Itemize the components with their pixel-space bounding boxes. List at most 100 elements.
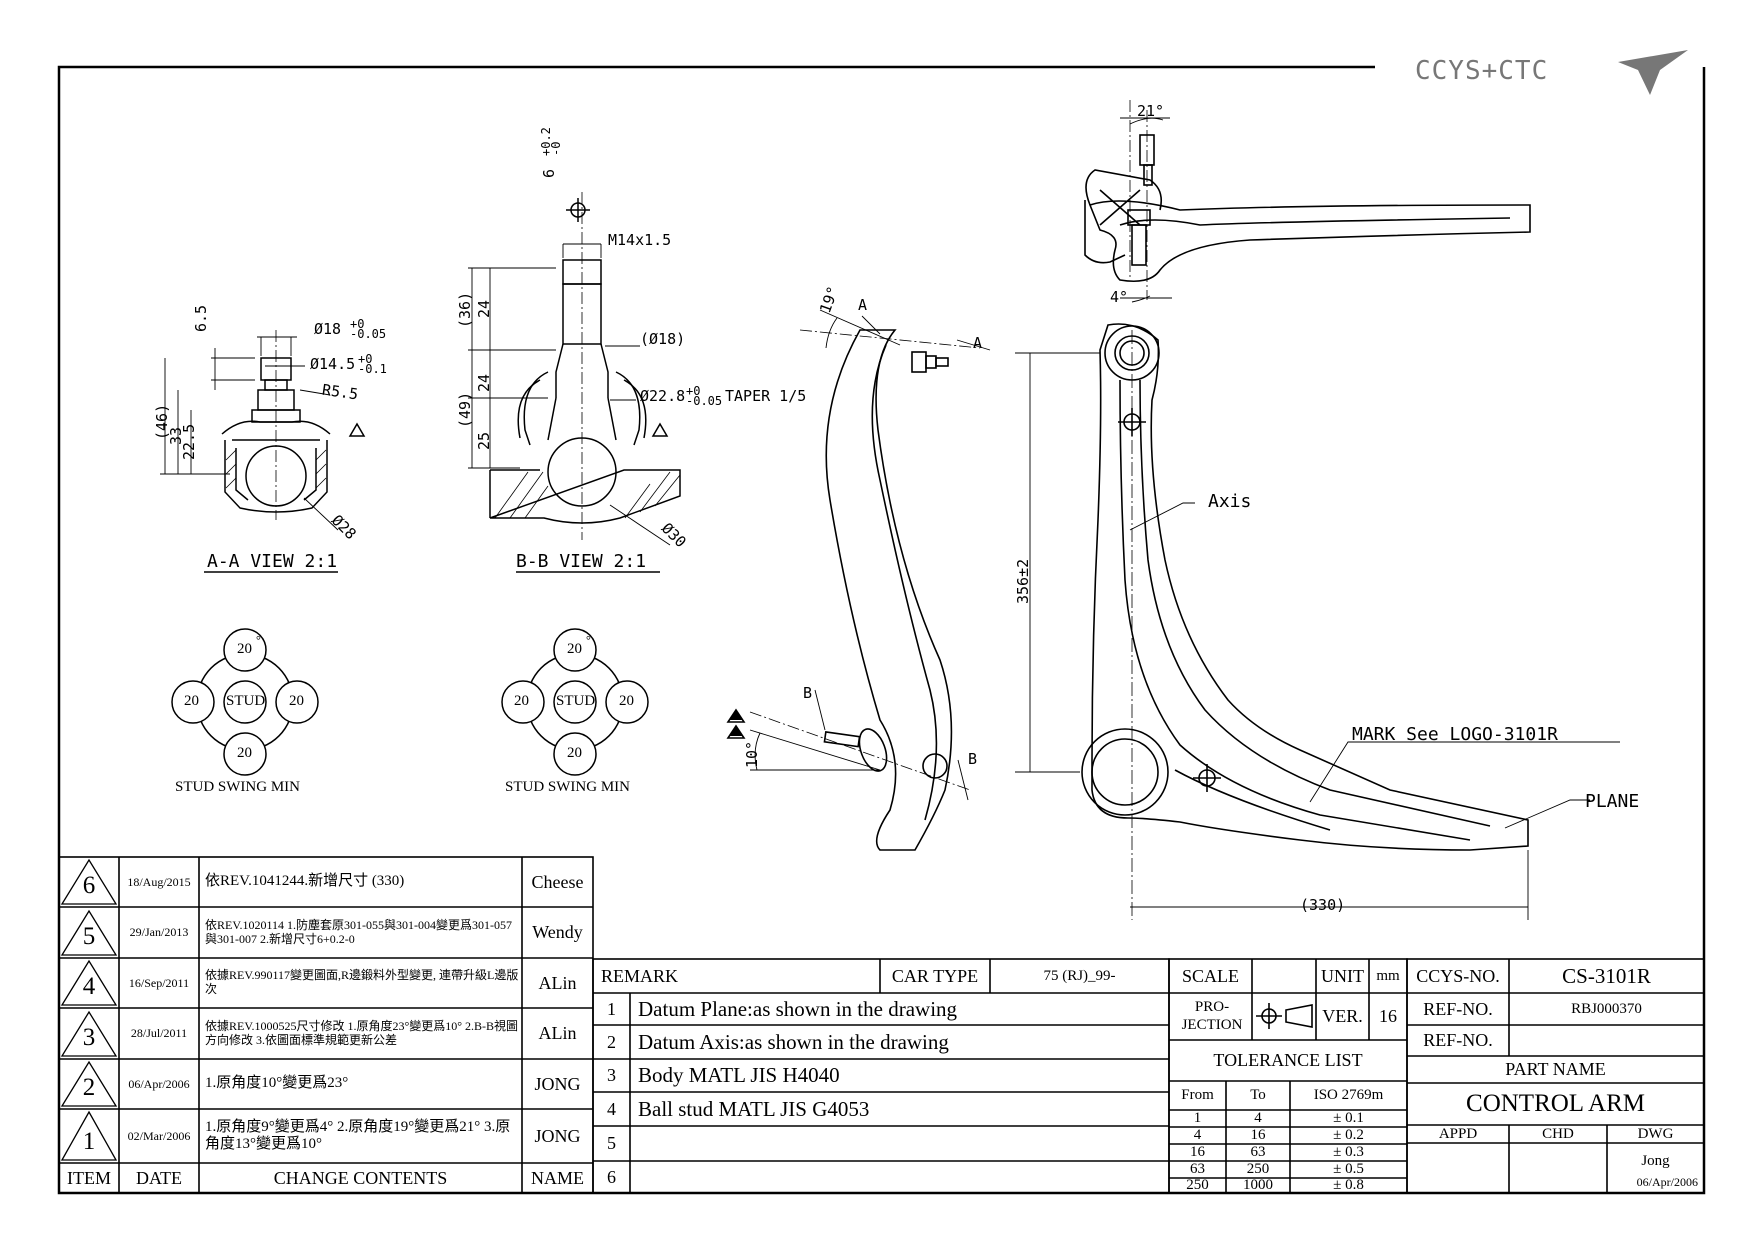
tolerance-row-3-from: 16 bbox=[1190, 1144, 1205, 1160]
part-name-label: PART NAME bbox=[1505, 1059, 1606, 1079]
remark-text-2: Datum Axis:as shown in the drawing bbox=[638, 1029, 949, 1054]
swing1-right-value: 20 bbox=[289, 693, 304, 709]
tolerance-header-to: To bbox=[1250, 1087, 1266, 1103]
bb-dim-6: 6 bbox=[540, 168, 558, 178]
swing1-unit: ° bbox=[256, 633, 261, 647]
side-view-arm bbox=[726, 309, 991, 851]
bb-dim-24-mid: 24 bbox=[475, 373, 493, 392]
section-bb-view bbox=[468, 192, 681, 573]
aa-dim-6-5: 6.5 bbox=[192, 304, 210, 332]
rev-header-name: NAME bbox=[531, 1167, 584, 1188]
ref-no-2-label: REF-NO. bbox=[1423, 1030, 1493, 1050]
remark-no-2: 2 bbox=[607, 1031, 616, 1052]
rev-number-4: 4 bbox=[82, 973, 96, 1000]
side-section-b-left: B bbox=[803, 684, 813, 702]
swing1-caption: STUD SWING MIN bbox=[175, 779, 300, 795]
chd-label: CHD bbox=[1542, 1125, 1574, 1142]
aa-dim-dia14-5: Ø14.5 bbox=[310, 355, 356, 373]
ref-no-value: RBJ000370 bbox=[1571, 1000, 1642, 1017]
rev-name-4: ALin bbox=[538, 972, 577, 993]
plane-label: PLANE bbox=[1585, 791, 1640, 812]
car-type-value: 75 (RJ)_99- bbox=[1043, 967, 1116, 984]
swing1-center: STUD bbox=[226, 693, 266, 709]
top-view-arm bbox=[1084, 100, 1531, 303]
remark-no-4: 4 bbox=[607, 1098, 616, 1119]
rev-header-item: ITEM bbox=[67, 1167, 111, 1188]
bb-dim-dia22-8-lower: -0.05 bbox=[686, 394, 723, 408]
rev-number-6: 6 bbox=[82, 872, 96, 899]
remark-text-4: Ball stud MATL JIS G4053 bbox=[638, 1096, 870, 1121]
remark-label: REMARK bbox=[601, 965, 679, 986]
side-dim-356: 356±2 bbox=[1014, 558, 1032, 604]
remark-text-6 bbox=[630, 1161, 1169, 1193]
tolerance-row-1-value: ± 0.1 bbox=[1333, 1110, 1364, 1126]
part-name-value: CONTROL ARM bbox=[1466, 1090, 1645, 1117]
tolerance-row-3-value: ± 0.3 bbox=[1333, 1144, 1364, 1160]
rev-date-6: 18/Aug/2015 bbox=[127, 874, 191, 889]
bb-dim-dia18: (Ø18) bbox=[640, 330, 686, 348]
tolerance-row-2-from: 4 bbox=[1193, 1127, 1202, 1143]
rev-date-1: 02/Mar/2006 bbox=[127, 1128, 191, 1143]
rev-name-3: ALin bbox=[538, 1023, 577, 1043]
bb-dim-25: 25 bbox=[475, 431, 493, 450]
side-dim-10deg: 10° bbox=[743, 740, 761, 768]
tolerance-row-1-from: 1 bbox=[1193, 1110, 1202, 1126]
tolerance-row-4-from: 63 bbox=[1190, 1161, 1205, 1177]
swing1-top-value: 20 bbox=[237, 641, 252, 657]
car-type-label: CAR TYPE bbox=[891, 965, 979, 986]
swing2-right-value: 20 bbox=[619, 693, 634, 709]
rev-date-3: 28/Jul/2011 bbox=[130, 1026, 188, 1040]
ccys-no-label: CCYS-NO. bbox=[1416, 965, 1500, 986]
bb-dim-dia22-8: Ø22.8 bbox=[640, 387, 686, 405]
rev-name-1: JONG bbox=[534, 1125, 581, 1146]
rev-content-3: 依據REV.1000525尺寸修改 1.原角度23°變更爲10° 2.B-B視圖… bbox=[205, 1018, 519, 1047]
rev-name-2: JONG bbox=[534, 1073, 581, 1094]
axis-label: Axis bbox=[1208, 491, 1252, 512]
bb-dim-36: (36) bbox=[456, 291, 474, 328]
swing1-left-value: 20 bbox=[184, 693, 199, 709]
swing2-bottom-value: 20 bbox=[567, 745, 582, 761]
tolerance-title: TOLERANCE LIST bbox=[1213, 1050, 1363, 1070]
top-dim-21deg: 21° bbox=[1137, 102, 1165, 120]
tolerance-row-5-value: ± 0.8 bbox=[1333, 1178, 1364, 1193]
title-block-grid bbox=[58, 856, 1705, 1194]
aa-dim-dia18-lower: -0.05 bbox=[350, 327, 387, 341]
drawn-by: Jong bbox=[1641, 1152, 1670, 1169]
projection-label: PRO-JECTION bbox=[1181, 999, 1243, 1033]
mark-logo-label: MARK See LOGO-3101R bbox=[1352, 724, 1558, 745]
swing-diagram-1 bbox=[171, 628, 319, 776]
swing-diagram-2 bbox=[501, 628, 649, 776]
unit-label: UNIT bbox=[1321, 965, 1364, 986]
tolerance-header-from: From bbox=[1181, 1087, 1214, 1103]
remark-no-5: 5 bbox=[607, 1133, 616, 1153]
drawn-date: 06/Apr/2006 bbox=[1636, 1175, 1698, 1189]
bb-dim-taper: TAPER 1/5 bbox=[725, 387, 807, 405]
ccys-ctc-logo: CCYS+CTC bbox=[1415, 50, 1688, 95]
aa-dim-dia14-5-upper: +0 bbox=[358, 352, 373, 366]
swing2-caption: STUD SWING MIN bbox=[505, 779, 630, 795]
rev-number-1: 1 bbox=[82, 1128, 96, 1155]
remark-text-5 bbox=[630, 1126, 1169, 1161]
version-value: 16 bbox=[1379, 1006, 1397, 1026]
rev-content-1: 1.原角度9°變更爲4° 2.原角度19°變更爲21° 3.原角度13°變更爲1… bbox=[205, 1118, 511, 1152]
tolerance-row-2-to: 16 bbox=[1250, 1127, 1266, 1143]
aa-dim-dia14-5-lower: -0.1 bbox=[358, 362, 387, 376]
aa-dim-22-5: 22.5 bbox=[180, 423, 198, 460]
rev-name-5: Wendy bbox=[532, 922, 583, 942]
swing2-top-value: 20 bbox=[567, 641, 582, 657]
bb-dim-49: (49) bbox=[456, 391, 474, 428]
swing2-unit: ° bbox=[586, 633, 591, 647]
rev-date-4: 16/Sep/2011 bbox=[128, 975, 190, 990]
rev-date-5: 29/Jan/2013 bbox=[129, 925, 189, 939]
swing2-center: STUD bbox=[556, 693, 596, 709]
remark-no-3: 3 bbox=[607, 1065, 616, 1085]
rev-header-date: DATE bbox=[136, 1167, 182, 1188]
section-aa-view bbox=[160, 330, 366, 573]
ccys-no-value: CS-3101R bbox=[1562, 963, 1651, 988]
bb-view-title: B-B VIEW 2:1 bbox=[516, 551, 647, 572]
swing2-left-value: 20 bbox=[514, 693, 529, 709]
rev-content-4: 依據REV.990117變更圖面,R邊鍛料外型變更, 連帶升級L邊版次 bbox=[205, 968, 519, 996]
appd-label: APPD bbox=[1438, 1125, 1478, 1142]
unit-value: mm bbox=[1376, 967, 1400, 984]
rev-number-5: 5 bbox=[82, 923, 96, 950]
